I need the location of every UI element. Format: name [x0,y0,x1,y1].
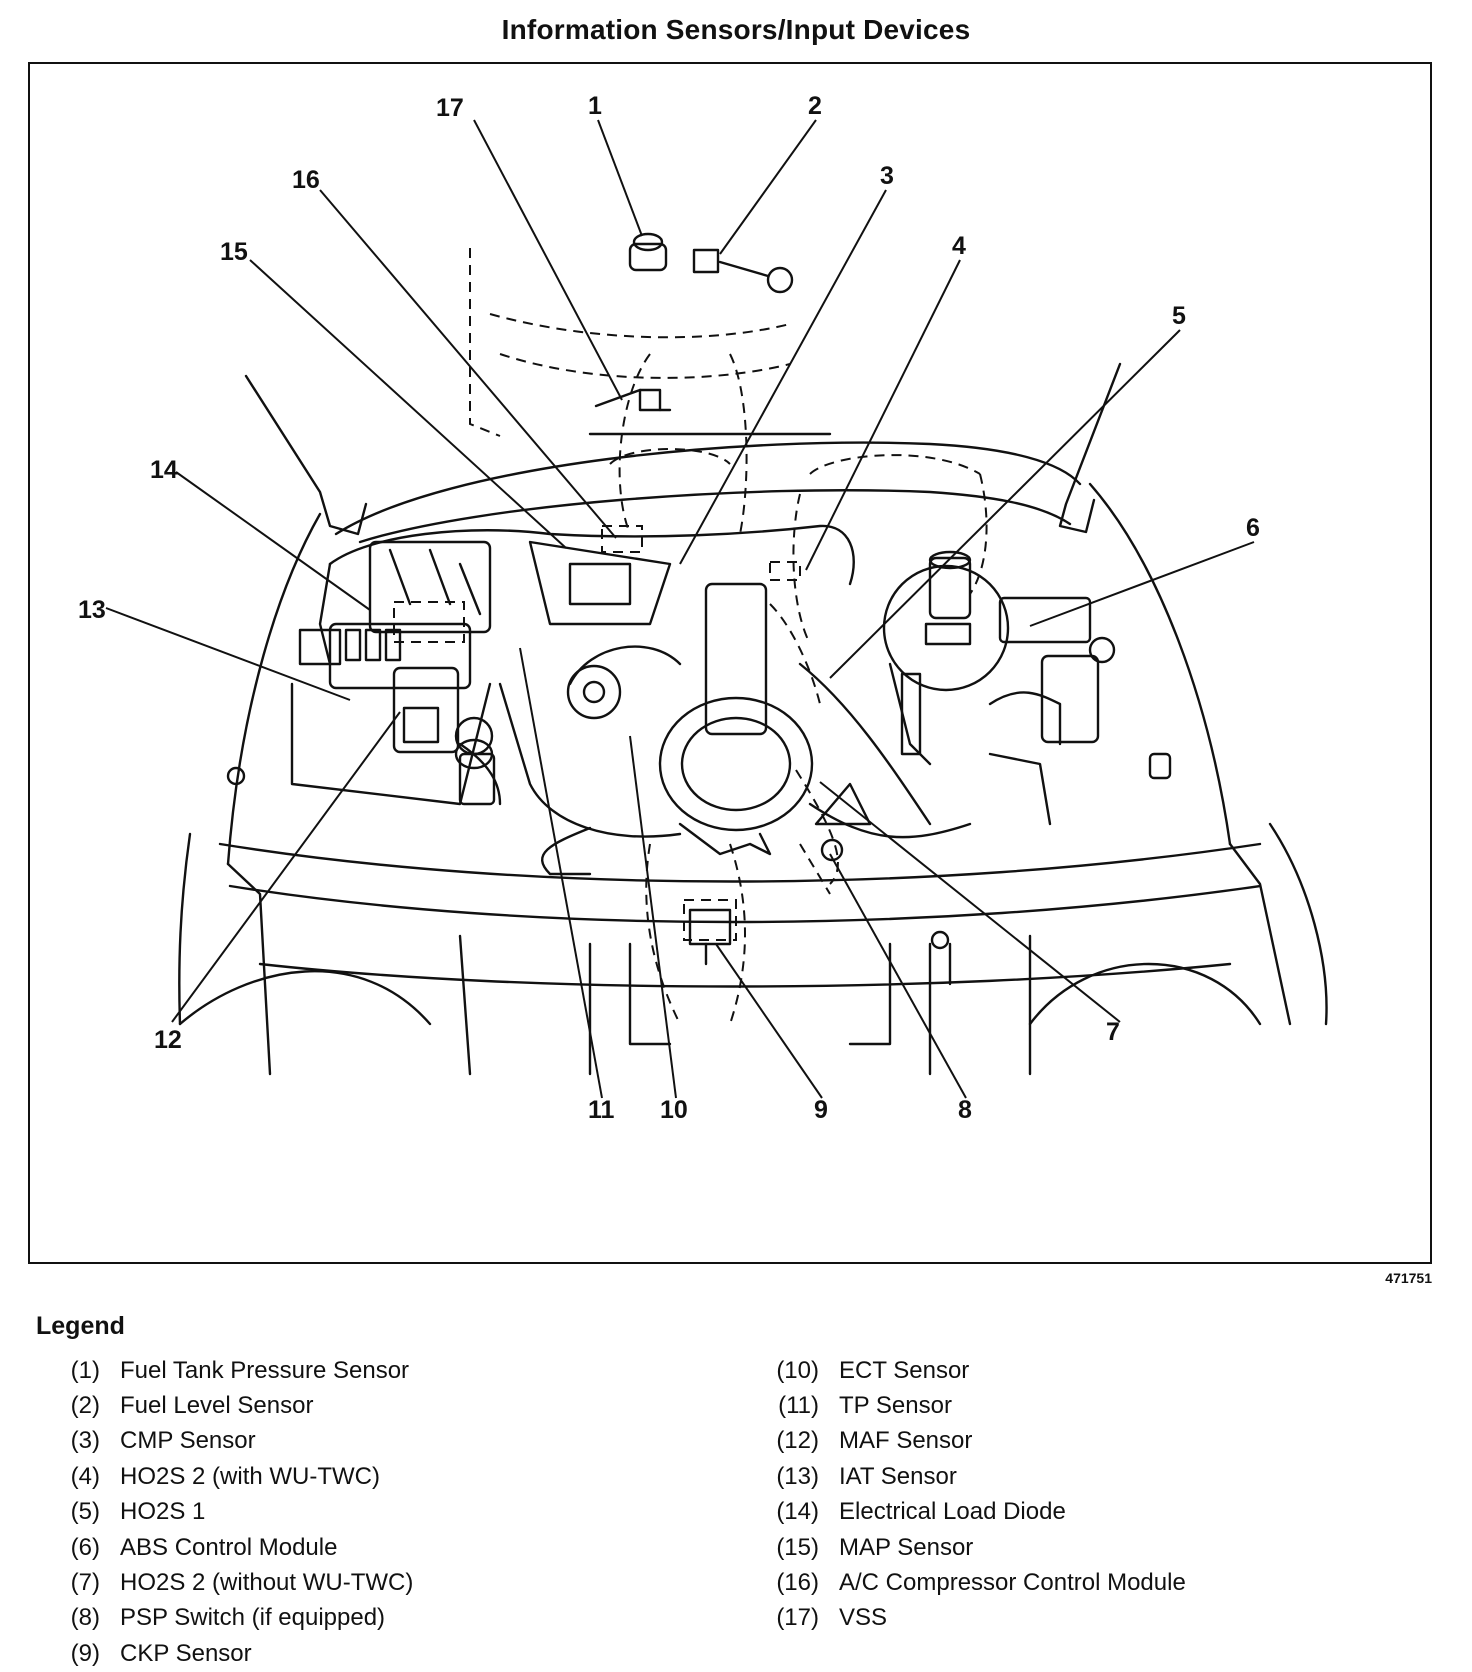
callout-15: 15 [220,238,248,266]
legend-label: A/C Compressor Control Module [839,1569,1186,1597]
legend-label: ABS Control Module [120,1533,338,1561]
legend-item: (12) MAF Sensor [763,1424,1186,1459]
legend-label: CMP Sensor [120,1427,256,1455]
legend-left-column: (1) Fuel Tank Pressure Sensor (2) Fuel Lev… [40,1353,414,1672]
callout-11: 11 [588,1096,615,1124]
legend-item: (2) Fuel Level Sensor [40,1388,413,1423]
legend-item: (15) MAP Sensor [763,1530,1186,1565]
legend-label: HO2S 2 (with WU-TWC) [120,1462,380,1490]
legend-label: HO2S 2 (without WU-TWC) [120,1569,414,1597]
legend-item: (14) Electrical Load Diode [763,1495,1186,1530]
legend-label: CKP Sensor [120,1639,252,1667]
callout-12: 12 [154,1026,182,1054]
legend-item: (9) CKP Sensor [40,1636,413,1671]
legend-number: (3) [70,1427,100,1455]
legend-item: (8) PSP Switch (if equipped) [40,1601,413,1636]
legend-label: ECT Sensor [839,1356,970,1384]
legend-item: (4) HO2S 2 (with WU-TWC) [40,1459,413,1494]
legend-number: (9) [70,1639,100,1667]
legend-title: Legend [36,1312,125,1340]
legend-label: HO2S 1 [120,1498,206,1526]
legend-label: Fuel Tank Pressure Sensor [120,1356,410,1384]
engine-compartment-drawing: 1 2 3 4 5 6 7 8 9 10 11 12 13 14 15 16 1… [78,92,1328,1124]
legend-number: (17) [776,1604,819,1632]
legend-item: (5) HO2S 1 [40,1495,413,1530]
legend-item: (6) ABS Control Module [40,1530,413,1565]
legend-number: (4) [70,1462,100,1490]
legend-item: (7) HO2S 2 (without WU-TWC) [40,1565,414,1600]
callout-10: 10 [660,1096,688,1124]
legend-number: (2) [70,1392,100,1420]
callout-17: 17 [436,94,464,122]
callout-4: 4 [952,232,966,260]
legend-label: MAF Sensor [839,1427,973,1455]
legend-label: MAP Sensor [839,1533,974,1561]
diagram-title: Information Sensors/Input Devices [501,14,971,45]
figure-id: 471751 [1385,1270,1432,1286]
legend-number: (8) [70,1604,100,1632]
callout-6: 6 [1246,514,1260,542]
legend-label: PSP Switch (if equipped) [120,1604,386,1632]
callout-2: 2 [808,92,822,120]
legend-item: (1) Fuel Tank Pressure Sensor [40,1353,413,1388]
callout-1: 1 [588,92,602,120]
legend-number: (15) [776,1533,819,1561]
callout-16: 16 [292,166,320,194]
legend-number: (7) [70,1569,100,1597]
legend-item: (3) CMP Sensor [40,1424,413,1459]
legend-number: (10) [776,1356,819,1384]
legend-label: TP Sensor [839,1392,952,1420]
legend-number: (1) [70,1356,100,1384]
callout-14: 14 [150,456,178,484]
legend-label: VSS [839,1604,888,1632]
callout-7: 7 [1106,1018,1120,1046]
legend-right-column: (10) ECT Sensor (11) TP Sensor (12) MAF Sen… [763,1353,1186,1636]
engine-diagram-frame: 1 2 3 4 5 6 7 8 9 10 11 12 13 14 15 16 1… [28,62,1432,1264]
callout-9: 9 [814,1096,828,1124]
legend-label: Fuel Level Sensor [120,1392,314,1420]
legend-number: (11) [778,1392,819,1420]
legend-item: (13) IAT Sensor [763,1459,1186,1494]
legend-number: (14) [776,1498,819,1526]
legend-number: (12) [776,1427,819,1455]
callout-13: 13 [78,596,106,624]
legend-label: IAT Sensor [839,1462,957,1490]
callout-5: 5 [1172,302,1186,330]
legend-number: (6) [70,1533,100,1561]
callout-3: 3 [880,162,894,190]
legend-item: (11) TP Sensor [763,1388,1186,1423]
legend-item: (16) A/C Compressor Control Module [763,1565,1186,1600]
legend-number: (13) [776,1462,819,1490]
legend-item: (17) VSS [763,1601,1186,1636]
legend-number: (5) [70,1498,100,1526]
legend-label: Electrical Load Diode [839,1498,1066,1526]
legend-item: (10) ECT Sensor [763,1353,1186,1388]
legend-number: (16) [776,1569,819,1597]
callout-8: 8 [958,1096,972,1124]
